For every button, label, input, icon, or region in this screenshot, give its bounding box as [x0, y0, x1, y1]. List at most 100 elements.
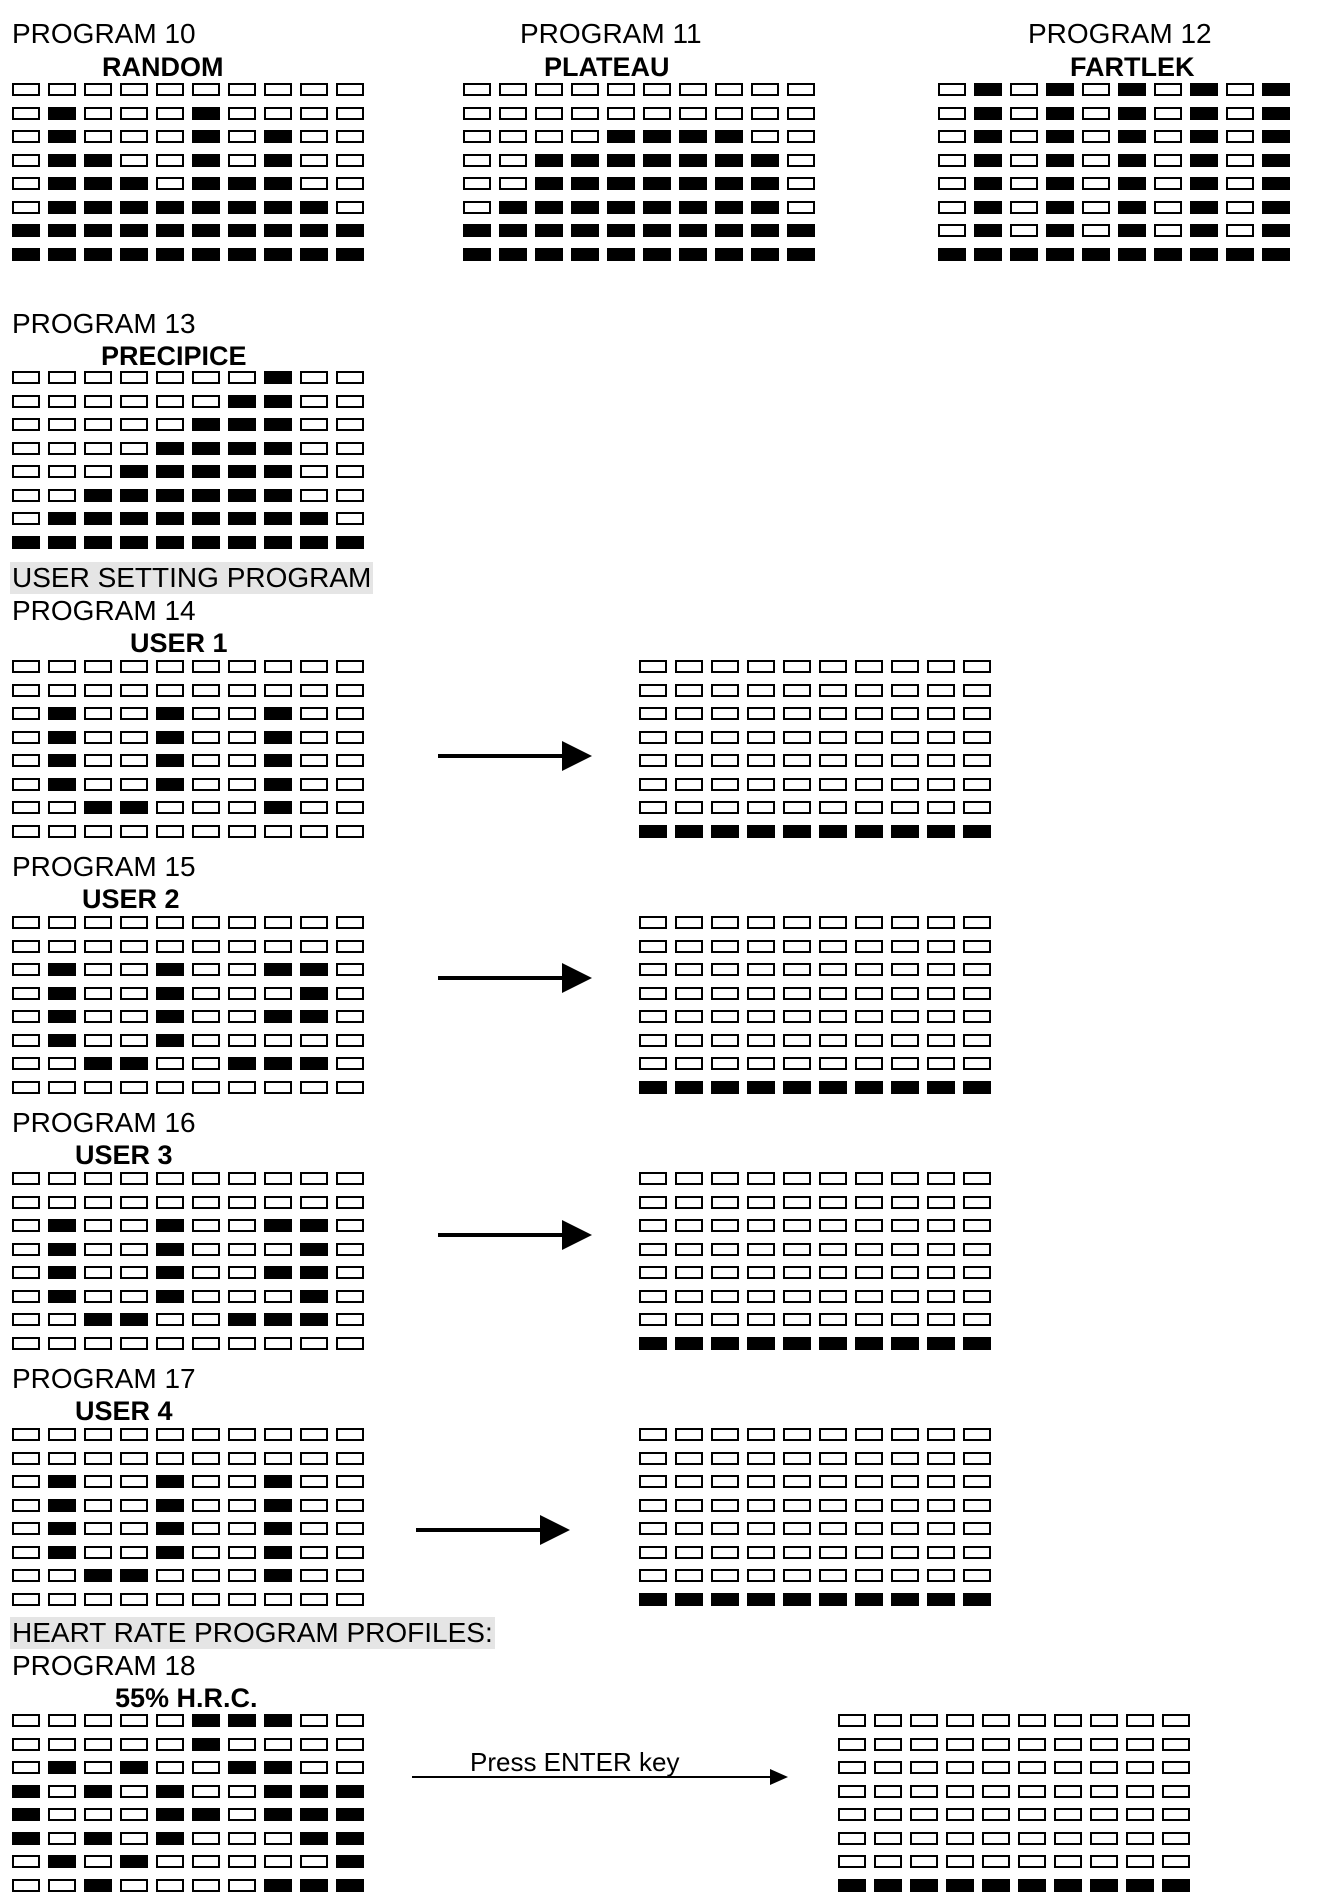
segment-filled [715, 177, 743, 190]
segment-empty [787, 130, 815, 143]
segment-empty [192, 1172, 220, 1185]
segment-filled [1162, 1879, 1190, 1892]
segment-filled [1046, 248, 1074, 261]
segment-filled [156, 1522, 184, 1535]
segment-filled [48, 707, 76, 720]
segment-empty [607, 107, 635, 120]
segment-empty [927, 1057, 955, 1070]
segment-empty [711, 1428, 739, 1441]
segment-empty [819, 1266, 847, 1279]
segment-empty [463, 130, 491, 143]
segment-filled [12, 248, 40, 261]
segment-filled [120, 489, 148, 502]
segment-empty [711, 1172, 739, 1185]
segment-empty [192, 395, 220, 408]
segment-filled [264, 1785, 292, 1798]
segment-empty [120, 1808, 148, 1821]
segment-empty [675, 916, 703, 929]
segment-empty [747, 1452, 775, 1465]
segment-filled [715, 201, 743, 214]
segment-filled [48, 731, 76, 744]
segment-empty [120, 1172, 148, 1185]
segment-filled [300, 1290, 328, 1303]
segment-empty [855, 684, 883, 697]
segment-empty [1090, 1832, 1118, 1845]
segment-empty [855, 754, 883, 767]
segment-empty [946, 1785, 974, 1798]
segment-empty [963, 1172, 991, 1185]
segment-empty [927, 1569, 955, 1582]
segment-empty [1054, 1714, 1082, 1727]
segment-filled [228, 536, 256, 549]
segment-empty [120, 442, 148, 455]
segment-filled [1190, 154, 1218, 167]
segment-empty [927, 1219, 955, 1232]
segment-empty [336, 707, 364, 720]
segment-filled [1262, 130, 1290, 143]
segment-empty [156, 1879, 184, 1892]
segment-filled [499, 201, 527, 214]
segment-empty [963, 916, 991, 929]
segment-empty [891, 1219, 919, 1232]
segment-empty [1126, 1808, 1154, 1821]
segment-empty [12, 154, 40, 167]
segment-empty [156, 1337, 184, 1350]
segment-filled [12, 224, 40, 237]
segment-filled [48, 1010, 76, 1023]
segment-empty [84, 1337, 112, 1350]
segment-empty [855, 1499, 883, 1512]
segment-empty [84, 1593, 112, 1606]
segment-empty [639, 1034, 667, 1047]
segment-filled [264, 130, 292, 143]
segment-empty [1126, 1738, 1154, 1751]
segment-empty [12, 940, 40, 953]
segment-filled [156, 442, 184, 455]
segment-filled [927, 825, 955, 838]
segment-empty [639, 1010, 667, 1023]
segment-empty [787, 83, 815, 96]
segment-empty [463, 107, 491, 120]
segment-empty [783, 1219, 811, 1232]
segment-filled [264, 1010, 292, 1023]
segment-empty [192, 825, 220, 838]
segment-empty [1226, 83, 1254, 96]
segment-empty [300, 1522, 328, 1535]
segment-empty [891, 987, 919, 1000]
segment-filled [48, 248, 76, 261]
segment-empty [711, 778, 739, 791]
segment-empty [300, 1452, 328, 1465]
segment-filled [783, 1081, 811, 1094]
segment-empty [84, 660, 112, 673]
segment-filled [300, 512, 328, 525]
segment-empty [336, 1219, 364, 1232]
segment-filled [927, 1593, 955, 1606]
segment-empty [336, 1522, 364, 1535]
segment-empty [192, 1219, 220, 1232]
segment-empty [48, 1057, 76, 1070]
segment-empty [891, 1522, 919, 1535]
segment-empty [855, 1569, 883, 1582]
segment-filled [84, 201, 112, 214]
segment-empty [120, 963, 148, 976]
segment-empty [228, 83, 256, 96]
segment-empty [12, 916, 40, 929]
segment-empty [120, 130, 148, 143]
segment-filled [1118, 201, 1146, 214]
segment-filled [120, 1569, 148, 1582]
segment-empty [228, 1266, 256, 1279]
segment-filled [787, 248, 815, 261]
segment-empty [874, 1785, 902, 1798]
segment-filled [264, 754, 292, 767]
segment-empty [84, 1243, 112, 1256]
segment-empty [891, 916, 919, 929]
segment-empty [300, 1172, 328, 1185]
segment-empty [300, 916, 328, 929]
segment-empty [1126, 1785, 1154, 1798]
segment-filled [48, 1475, 76, 1488]
segment-empty [192, 963, 220, 976]
segment-empty [12, 442, 40, 455]
segment-empty [84, 418, 112, 431]
segment-filled [463, 224, 491, 237]
segment-empty [192, 731, 220, 744]
segment-filled [192, 489, 220, 502]
